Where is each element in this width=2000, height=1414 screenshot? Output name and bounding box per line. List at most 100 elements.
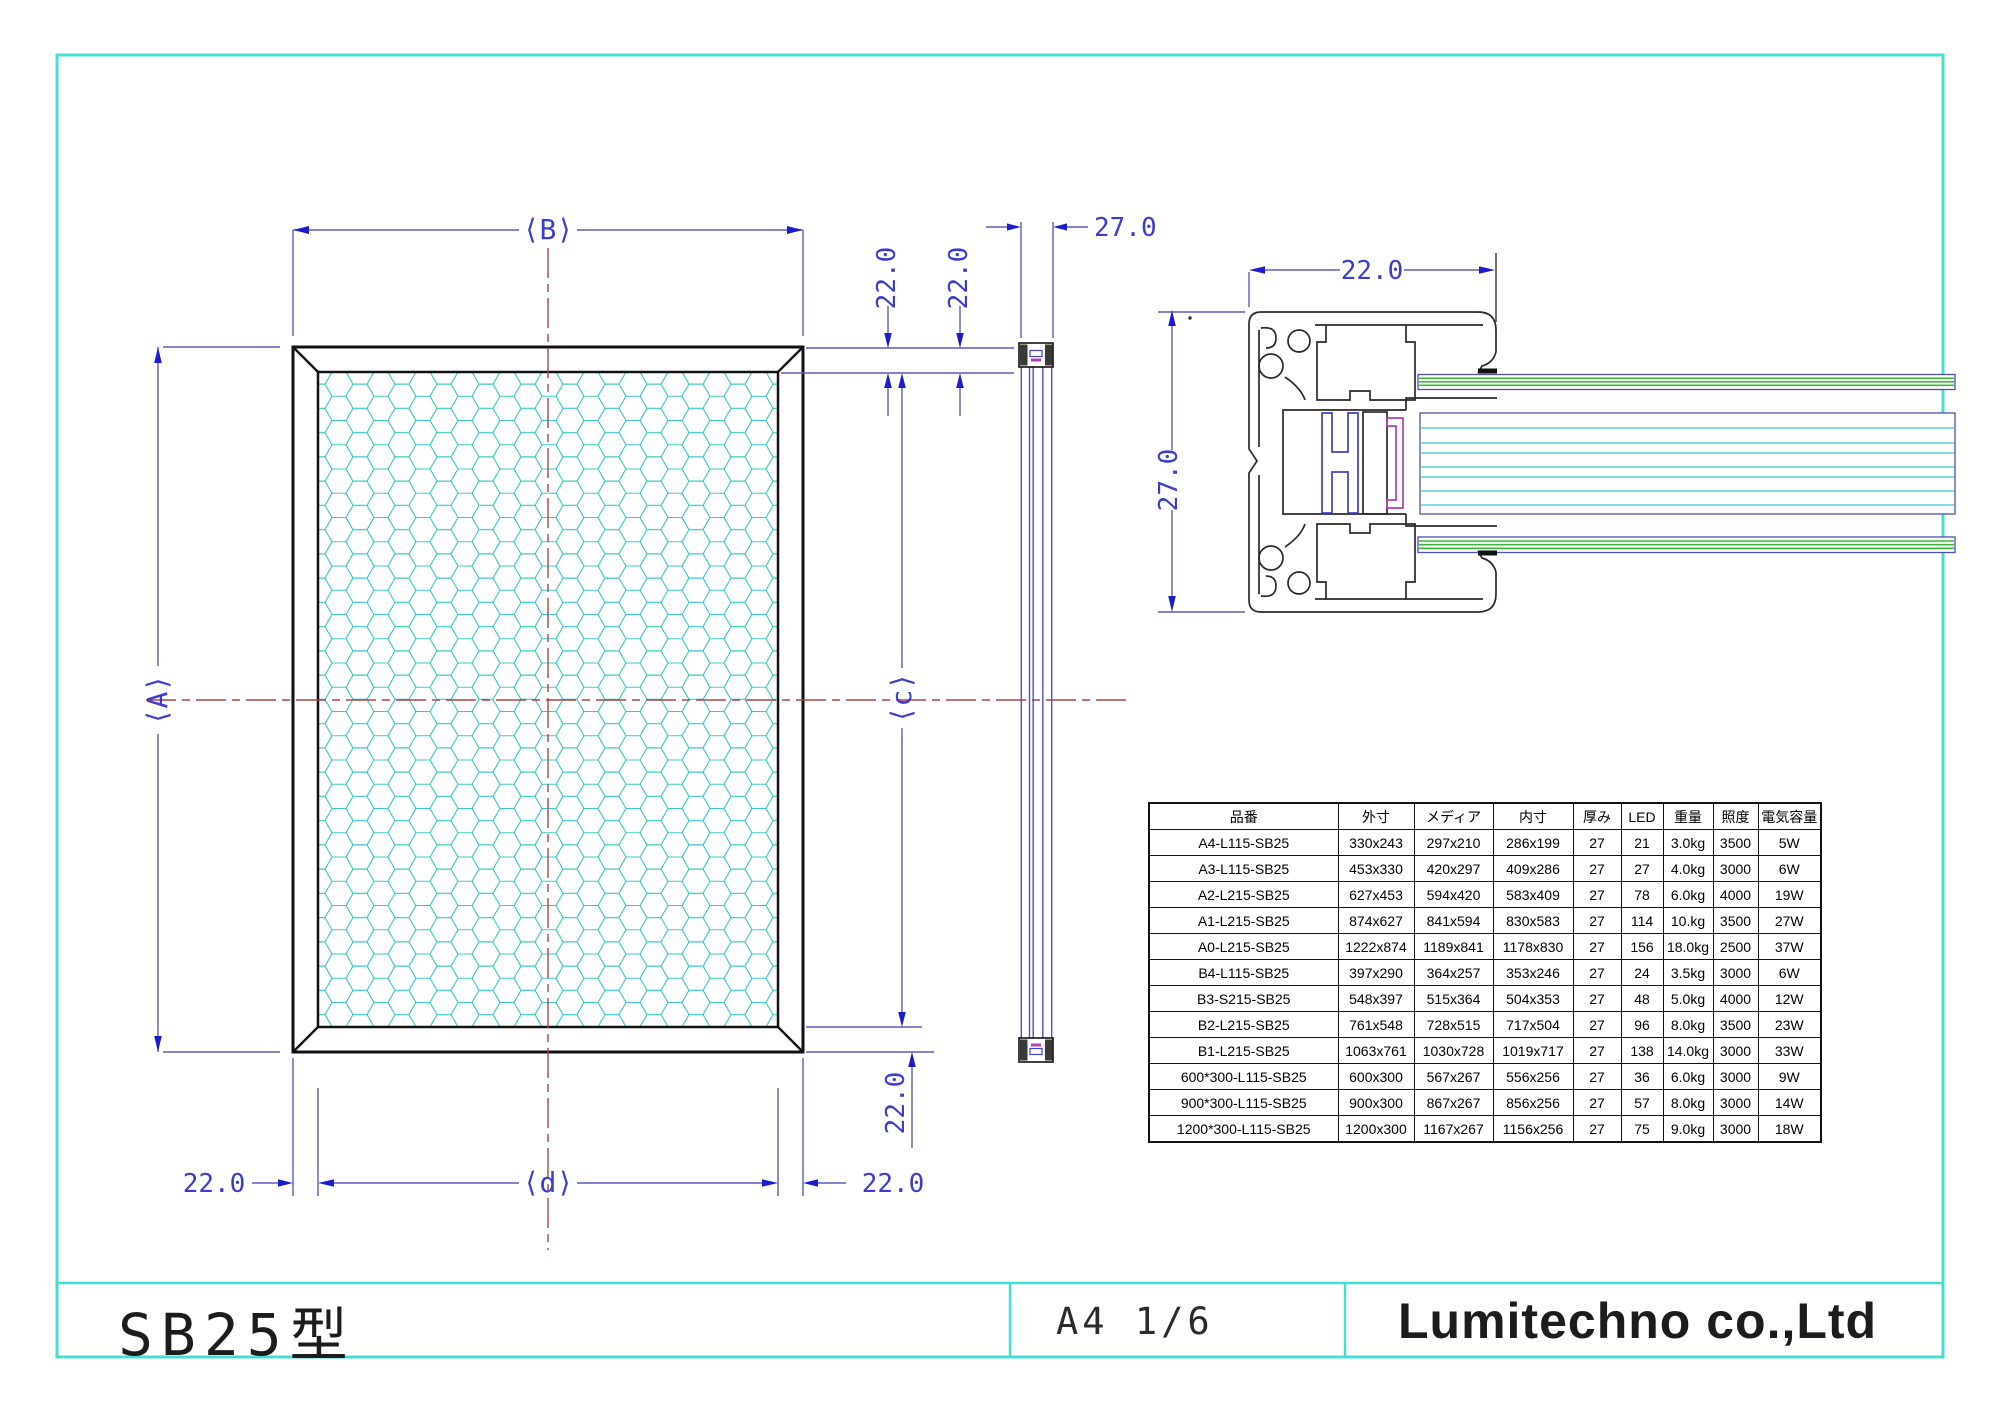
dim-label-A: ⟨A⟩	[141, 675, 174, 726]
spec-cell: 8.0kg	[1662, 1089, 1714, 1116]
spec-cell: 23W	[1757, 1011, 1822, 1038]
spec-cell: 728x515	[1413, 1011, 1494, 1038]
spec-cell: 874x627	[1337, 907, 1415, 934]
spec-cell: 353x246	[1492, 959, 1574, 986]
spec-cell: 900x300	[1337, 1089, 1415, 1116]
spec-cell: 2500	[1712, 933, 1759, 960]
spec-cell: 397x290	[1337, 959, 1415, 986]
gasket-part	[1386, 417, 1404, 509]
spec-cell: 27	[1572, 985, 1622, 1012]
spec-cell: 19W	[1757, 881, 1822, 908]
spec-cell: 14.0kg	[1662, 1037, 1714, 1064]
spec-cell: 600*300-L115-SB25	[1148, 1063, 1339, 1090]
dimension-arrows	[154, 223, 1495, 1187]
spec-cell: A4-L115-SB25	[1148, 829, 1339, 856]
dim-22-section: 22.0	[1341, 256, 1404, 286]
spec-cell: 548x397	[1337, 985, 1415, 1012]
spec-cell: B3-S215-SB25	[1148, 985, 1339, 1012]
spec-cell: A2-L215-SB25	[1148, 881, 1339, 908]
spec-cell: 3000	[1712, 1115, 1759, 1143]
spec-cell: 4000	[1712, 881, 1759, 908]
spec-cell: 21	[1620, 829, 1664, 856]
spec-cell: 3.5kg	[1662, 959, 1714, 986]
back-panel	[1417, 536, 1956, 554]
spec-cell: B1-L215-SB25	[1148, 1037, 1339, 1064]
spec-cell: 9W	[1757, 1063, 1822, 1090]
spec-cell: 48	[1620, 985, 1664, 1012]
spec-cell: 37W	[1757, 933, 1822, 960]
dim-label-d: ⟨d⟩	[523, 1166, 574, 1199]
spec-cell: 57	[1620, 1089, 1664, 1116]
spec-cell: 27	[1572, 1011, 1622, 1038]
spec-cell: 1019x717	[1492, 1037, 1574, 1064]
spec-cell: 600x300	[1337, 1063, 1415, 1090]
spec-cell: 1200*300-L115-SB25	[1148, 1115, 1339, 1143]
spec-cell: 1178x830	[1492, 933, 1574, 960]
spec-cell: A0-L215-SB25	[1148, 933, 1339, 960]
spec-cell: 24	[1620, 959, 1664, 986]
spec-cell: 5.0kg	[1662, 985, 1714, 1012]
sheet-border	[55, 53, 1945, 1359]
dimension-texts: ⟨B⟩ ⟨A⟩ ⟨c⟩ ⟨d⟩ 22.0 22.0 22.0 22.0 22.0…	[141, 213, 1403, 1199]
spec-cell: 6W	[1757, 855, 1822, 882]
spec-column-header: 照度	[1712, 802, 1759, 830]
light-guide-stack	[1419, 412, 1956, 515]
dim-27-section: 27.0	[1154, 449, 1184, 512]
spec-cell: 5W	[1757, 829, 1822, 856]
spec-cell: 3500	[1712, 1011, 1759, 1038]
spec-cell: 8.0kg	[1662, 1011, 1714, 1038]
spec-column-header: メディア	[1413, 802, 1494, 830]
spec-cell: 27	[1572, 829, 1622, 856]
spec-cell: 841x594	[1413, 907, 1494, 934]
dim-22-frame-top-2: 22.0	[944, 247, 974, 310]
spec-cell: 96	[1620, 1011, 1664, 1038]
spec-cell: 409x286	[1492, 855, 1574, 882]
spec-cell: 27	[1572, 933, 1622, 960]
spec-column-header: 厚み	[1572, 802, 1622, 830]
dim-22-frame-top-1: 22.0	[872, 247, 902, 310]
front-panel	[1417, 373, 1956, 391]
spec-cell: 594x420	[1413, 881, 1494, 908]
spec-cell: 75	[1620, 1115, 1664, 1143]
spec-cell: 867x267	[1413, 1089, 1494, 1116]
spec-cell: 9.0kg	[1662, 1115, 1714, 1143]
led-holder-part	[1321, 412, 1359, 514]
spec-cell: 1167x267	[1413, 1115, 1494, 1143]
spec-cell: 420x297	[1413, 855, 1494, 882]
spec-cell: 156	[1620, 933, 1664, 960]
spec-cell: 27	[1572, 1037, 1622, 1064]
extrusion-profile	[1188, 311, 1497, 613]
company-name: Lumitechno co.,Ltd	[1398, 1293, 1878, 1349]
spec-cell: 3000	[1712, 959, 1759, 986]
side-view-bottom-cap	[1018, 1037, 1054, 1063]
spec-column-header: LED	[1620, 802, 1664, 830]
spec-cell: 27	[1572, 959, 1622, 986]
spec-cell: 3000	[1712, 1037, 1759, 1064]
spec-cell: 18W	[1757, 1115, 1822, 1143]
dim-22-frame-bottom-right: 22.0	[881, 1072, 911, 1135]
spec-cell: 27	[1572, 1089, 1622, 1116]
spec-cell: 6W	[1757, 959, 1822, 986]
side-view-top-cap	[1018, 342, 1054, 368]
spec-cell: 3500	[1712, 829, 1759, 856]
spec-cell: 114	[1620, 907, 1664, 934]
spec-cell: 717x504	[1492, 1011, 1574, 1038]
spec-cell: 4.0kg	[1662, 855, 1714, 882]
spec-cell: 14W	[1757, 1089, 1822, 1116]
spec-cell: 18.0kg	[1662, 933, 1714, 960]
dimensions: ⟨B⟩ ⟨A⟩ ⟨c⟩ ⟨d⟩ 22.0 22.0 22.0 22.0 22.0…	[141, 213, 1497, 1199]
spec-cell: 453x330	[1337, 855, 1415, 882]
dim-22-bottom-left: 22.0	[183, 1169, 246, 1199]
